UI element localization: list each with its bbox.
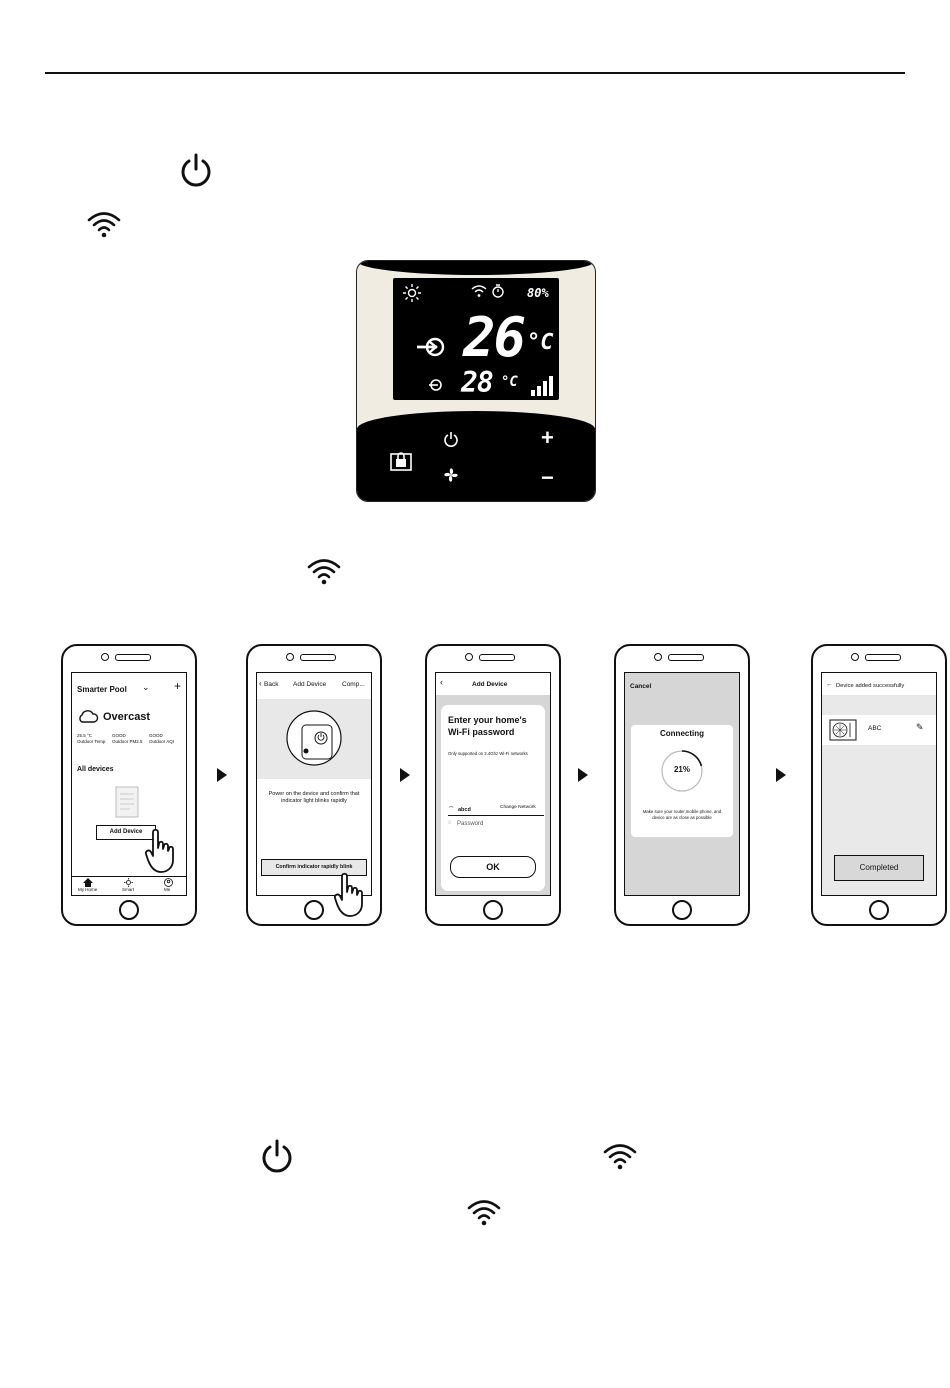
sub-temperature: 28 — [461, 366, 494, 399]
cloud-icon — [79, 710, 99, 723]
success-title: Device added successfully — [836, 683, 905, 689]
header-rule — [45, 72, 905, 74]
panel-fan-button[interactable] — [441, 465, 461, 485]
progress-arc — [681, 750, 703, 767]
tab-smart[interactable]: Smart — [122, 887, 135, 892]
phone-home-screen: Smarter Pool ⌄ + Overcast 25.5 °C Outdoo… — [61, 644, 197, 926]
add-icon[interactable]: + — [174, 679, 182, 693]
completed-button[interactable]: Completed — [834, 855, 924, 881]
panel-power-button[interactable] — [443, 431, 459, 447]
wifi-icon — [471, 285, 487, 297]
stat-value: GOOD — [149, 733, 163, 738]
wifi-heading: Enter your home's Wi-Fi password — [448, 715, 527, 737]
cancel-link[interactable]: Cancel — [630, 683, 652, 690]
phone-wifi-password-screen: ‹ Add Device Enter your home's Wi-Fi pas… — [425, 644, 561, 926]
tab-me[interactable]: Me — [164, 887, 171, 892]
comp-link[interactable]: Comp... — [342, 681, 365, 688]
network-name: abcd — [458, 807, 471, 813]
panel-plus-button[interactable]: + — [541, 425, 554, 450]
password-field[interactable]: Password — [457, 821, 484, 827]
wifi-icon — [86, 209, 122, 239]
wifi-note: Only supported on 2.4Ghz Wi-Fi networks — [448, 751, 528, 756]
connecting-title: Connecting — [660, 729, 704, 738]
phone-success-screen: ← Device added successfully ABC ✎ Comple… — [811, 644, 947, 926]
device-name: ABC — [868, 725, 882, 732]
all-devices-heading: All devices — [77, 766, 114, 773]
stat-label: Outdoor PM2.5 — [112, 739, 143, 744]
stat-value: 25.5 °C — [77, 733, 93, 738]
ok-button[interactable]: OK — [450, 856, 536, 878]
back-arrow-icon[interactable]: ← — [826, 681, 833, 688]
edit-icon[interactable]: ✎ — [916, 722, 924, 732]
tap-hand-icon — [334, 872, 363, 917]
back-link[interactable]: Back — [264, 681, 279, 688]
progress-percent: 21% — [673, 765, 690, 774]
signal-bars-icon — [531, 376, 553, 396]
wifi-icon: ⌔ — [448, 806, 455, 813]
phone-add-device-screen: ‹ Back Add Device Comp... Power on the d… — [246, 644, 382, 926]
confirm-blink-button[interactable]: Confirm indicator rapidly blink — [261, 859, 367, 876]
progress-ring — [661, 750, 703, 792]
panel-lock-button[interactable] — [389, 448, 413, 472]
back-icon[interactable]: ‹ — [259, 679, 262, 688]
change-network-link[interactable]: Change Network — [500, 805, 536, 810]
smart-tab-icon[interactable] — [124, 878, 133, 887]
step-arrow-icon — [776, 768, 786, 782]
screen-title: Add Device — [293, 681, 327, 688]
control-panel: 80% 26 °C 28 °C + − — [356, 260, 596, 502]
wifi-icon — [466, 1197, 502, 1227]
instruction-text: Power on the device and confirm that ind… — [268, 791, 360, 805]
wifi-icon — [306, 556, 342, 586]
screen-title: Add Device — [472, 681, 508, 688]
main-temperature: 26 — [463, 306, 526, 369]
humidity-readout: 80% — [527, 286, 549, 300]
lock-icon: ◌ — [448, 820, 452, 826]
sun-icon — [403, 284, 421, 302]
step-arrow-icon — [400, 768, 410, 782]
inlet-icon — [429, 379, 442, 391]
me-tab-icon[interactable] — [164, 878, 173, 887]
heat-pump-icon — [829, 719, 857, 741]
wifi-icon — [602, 1141, 638, 1171]
weather-label: Overcast — [103, 711, 151, 723]
panel-minus-button[interactable]: − — [541, 465, 554, 490]
step-arrow-icon — [578, 768, 588, 782]
back-icon[interactable]: ‹ — [440, 677, 443, 687]
connecting-dialog — [631, 725, 733, 837]
stat-label: Outdoor Temp — [77, 739, 106, 744]
timer-icon — [492, 284, 504, 298]
main-temperature-unit: °C — [527, 330, 554, 355]
step-arrow-icon — [217, 768, 227, 782]
tab-my-home[interactable]: My Home — [78, 887, 98, 892]
power-icon — [178, 152, 214, 188]
power-icon — [259, 1138, 295, 1174]
home-name[interactable]: Smarter Pool — [77, 685, 127, 694]
connecting-hint: Make sure your router,mobile phone, and … — [642, 809, 722, 821]
heat-mode-icon — [417, 337, 445, 357]
empty-document-icon — [115, 786, 139, 818]
chevron-down-icon[interactable]: ⌄ — [142, 682, 150, 692]
tap-hand-icon — [145, 828, 174, 873]
home-tab-icon[interactable] — [83, 878, 93, 887]
stat-value: GOOD — [112, 733, 126, 738]
device-illustration — [286, 710, 342, 766]
lcd-display: 80% 26 °C 28 °C — [393, 278, 559, 400]
sub-temperature-unit: °C — [501, 374, 518, 390]
stat-label: Outdoor AQI — [149, 739, 175, 744]
phone-connecting-screen: Cancel Connecting 21% Make sure your rou… — [614, 644, 750, 926]
